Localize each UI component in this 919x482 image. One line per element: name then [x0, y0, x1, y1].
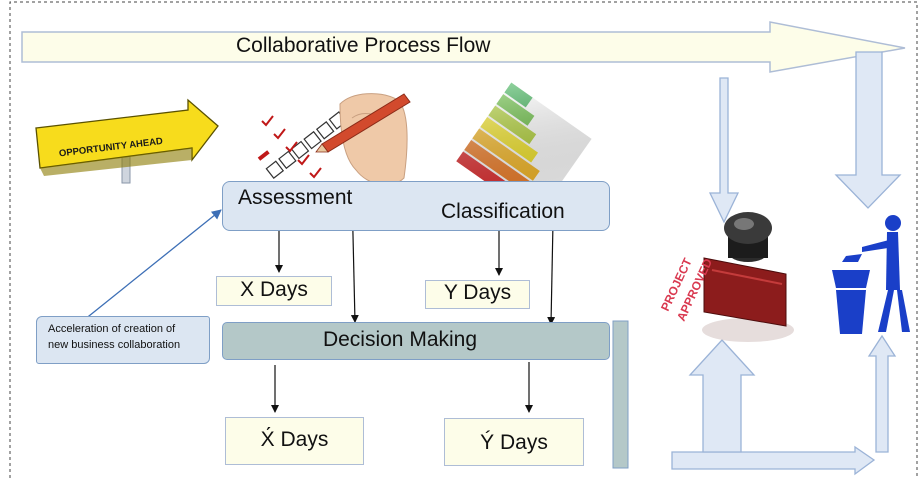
- x-days-final-label: X́ Days: [260, 428, 329, 451]
- up-arrow-to-stamp: [688, 339, 756, 453]
- checklist-pencil-icon: [252, 86, 411, 190]
- decision-making-label: Decision Making: [322, 328, 478, 351]
- opportunity-sign-icon: [35, 98, 219, 184]
- x-days-final-box: [225, 417, 364, 465]
- decision-side-bar: [612, 320, 629, 469]
- acceleration-note-line2: new business collaboration: [48, 339, 181, 351]
- assessment-label: Assessment: [238, 186, 353, 209]
- decision-making-box: [222, 322, 610, 360]
- y-days-label: Y Days: [443, 281, 512, 304]
- down-arrow-to-trash: [834, 51, 902, 209]
- trash-bin-icon: [832, 215, 910, 334]
- x-days-box: [216, 276, 332, 306]
- dashed-frame: [9, 1, 918, 478]
- down-arrow-to-stamp: [708, 77, 740, 224]
- acceleration-note-line1: Acceleration of creation of: [48, 323, 176, 335]
- acceleration-connector: [83, 209, 222, 321]
- classification-label: Classification: [441, 200, 565, 223]
- bottom-flow-arrow: [671, 445, 876, 476]
- y-days-final-label: Ý Days: [480, 431, 548, 454]
- page-title: Collaborative Process Flow: [236, 34, 491, 57]
- y-days-box: [425, 280, 530, 309]
- up-arrow-to-trash: [867, 334, 897, 453]
- approval-stamp-icon: [702, 212, 794, 342]
- acceleration-note-scroll: [36, 316, 210, 364]
- classification-to-decision-arrow: [547, 221, 556, 325]
- y-days-final-box: [444, 418, 584, 466]
- process-flow-banner-arrow: [21, 21, 906, 73]
- assessment-classification-box: [222, 181, 610, 231]
- x-days-label: X Days: [240, 278, 308, 301]
